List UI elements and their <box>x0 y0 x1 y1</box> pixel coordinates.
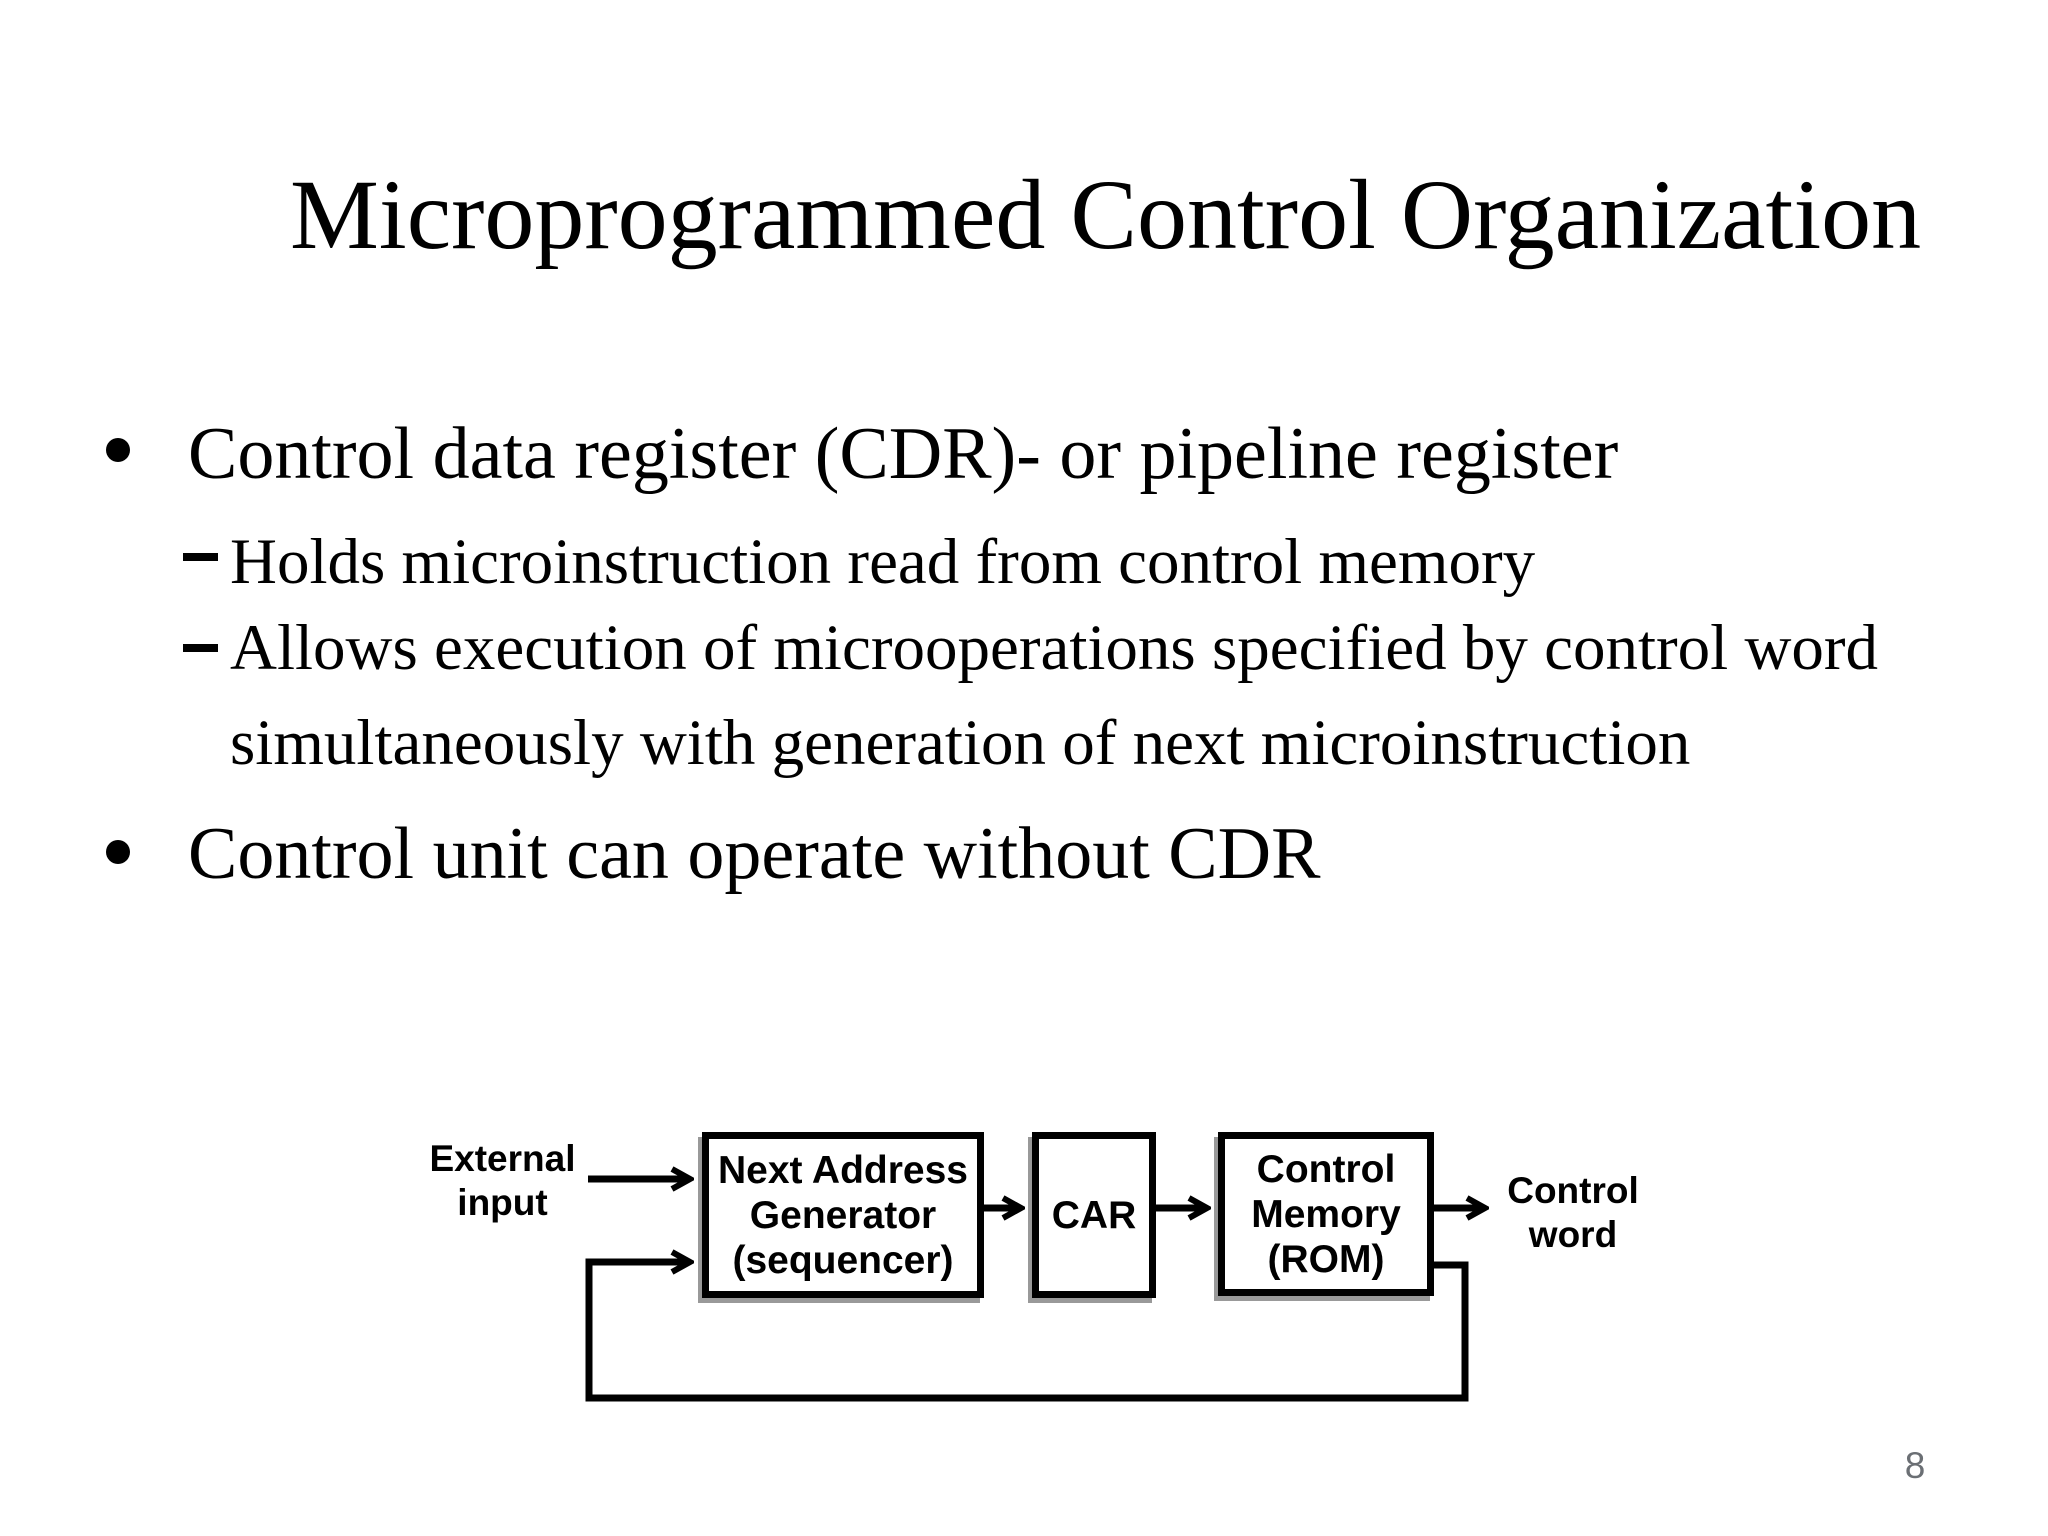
external-input-line: External <box>429 1138 576 1179</box>
box-label-line: (sequencer) <box>732 1238 954 1282</box>
bullet-item: Control data register (CDR)- or pipeline… <box>188 413 1619 495</box>
car-box: CAR <box>1032 1132 1156 1298</box>
box-label-line: (ROM) <box>1267 1237 1385 1281</box>
dash-marker <box>183 644 218 652</box>
bullet-marker <box>106 840 130 864</box>
bullet-item: Control unit can operate without CDR <box>188 813 1321 895</box>
control-word-line: word <box>1528 1214 1618 1255</box>
control-word-label: Control word <box>1494 1169 1652 1257</box>
box-label-line: Memory <box>1251 1192 1401 1236</box>
box-label-line: Next Address <box>718 1148 968 1192</box>
control-word-line: Control <box>1507 1170 1639 1211</box>
slide-title: Microprogrammed Control Organization <box>290 159 1922 270</box>
box-label-line: Control <box>1256 1147 1396 1191</box>
next-address-generator-box: Next Address Generator (sequencer) <box>702 1132 984 1298</box>
dash-marker <box>183 553 218 561</box>
page-number: 8 <box>1904 1445 1926 1486</box>
sub-bullet-item: Allows execution of microoperations spec… <box>230 612 1879 779</box>
external-input-line: input <box>457 1182 548 1223</box>
bullet-marker <box>106 438 130 462</box>
box-label-line: Generator <box>749 1193 937 1237</box>
external-input-label: External input <box>420 1137 585 1225</box>
sub-bullet-item: Holds microinstruction read from control… <box>230 526 1536 598</box>
control-memory-box: Control Memory (ROM) <box>1218 1132 1434 1296</box>
box-label-line: CAR <box>1051 1193 1137 1237</box>
